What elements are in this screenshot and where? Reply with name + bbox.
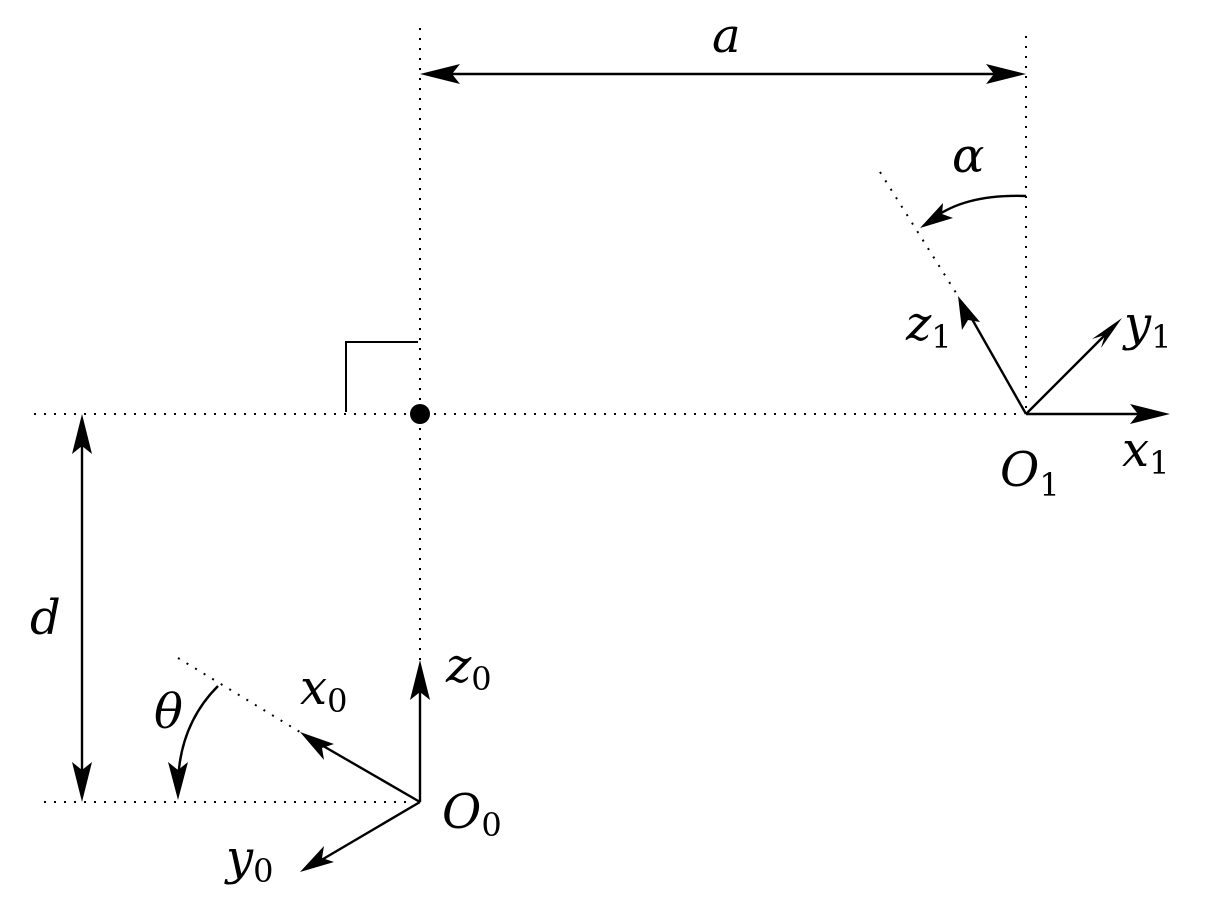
dimension-a-arrow [420, 64, 1026, 84]
label-a: a [712, 8, 741, 64]
label-theta: θ [154, 684, 183, 740]
intersection-point [410, 404, 430, 424]
z1-axis-extension [879, 171, 959, 297]
z0-axis-arrow [410, 660, 430, 802]
dimension-d-arrow [72, 414, 92, 802]
theta-angle-arc [168, 685, 219, 800]
label-y1: y1 [1122, 296, 1171, 356]
label-o1: O1 [1000, 442, 1060, 504]
label-o0: O0 [442, 784, 502, 844]
x1-axis-arrow [1026, 404, 1170, 424]
label-d: d [30, 590, 61, 646]
label-z1: z1 [905, 296, 952, 356]
y1-axis-arrow [1025, 318, 1122, 415]
alpha-angle-arc [920, 194, 1027, 228]
label-y0: y0 [224, 830, 273, 890]
right-angle-marker [345, 341, 418, 412]
x0-axis-extension [177, 657, 301, 733]
y0-axis-arrow [300, 800, 421, 872]
z1-axis-arrow [958, 296, 1028, 415]
label-alpha: α [952, 128, 984, 184]
label-z0: z0 [445, 638, 492, 698]
x0-axis-arrow [300, 732, 421, 804]
label-x1: x1 [1122, 422, 1169, 482]
label-x0: x0 [300, 660, 347, 720]
